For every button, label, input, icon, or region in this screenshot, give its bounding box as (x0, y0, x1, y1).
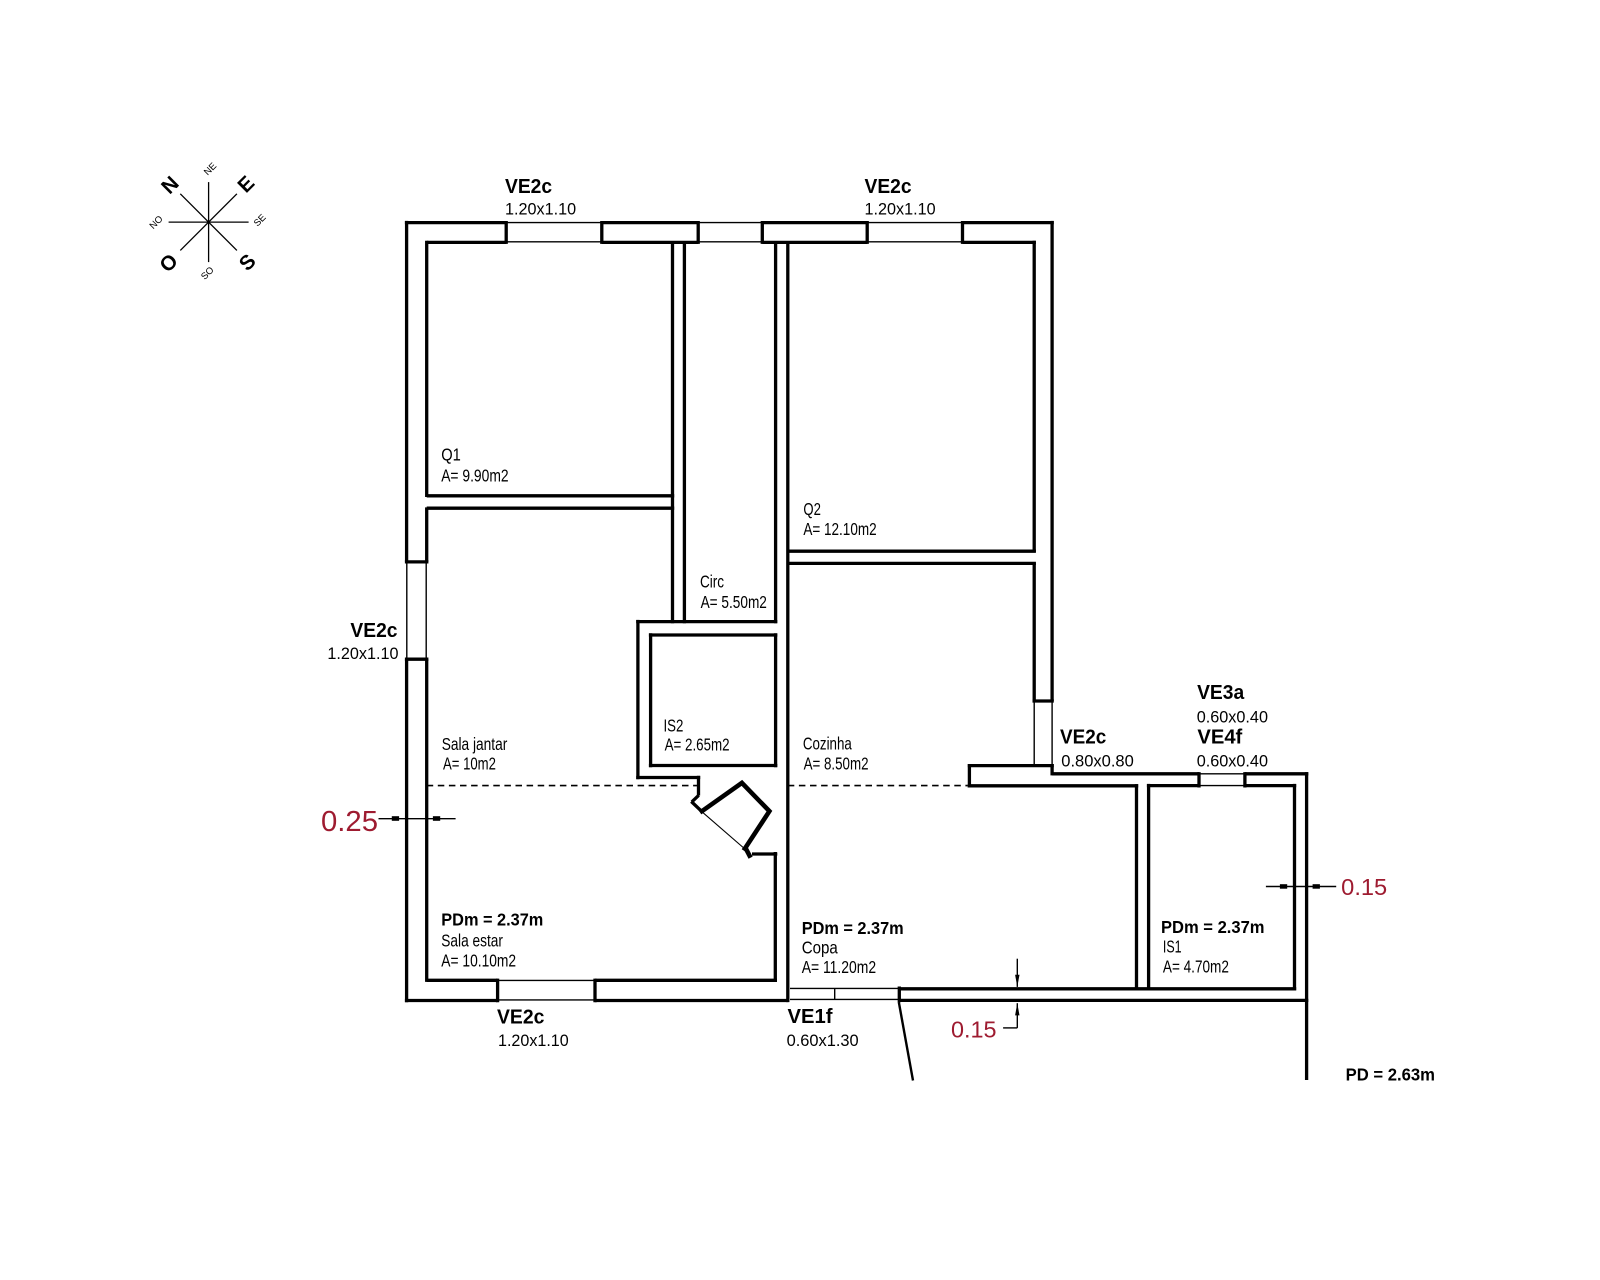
svg-text:A= 4.70m2: A= 4.70m2 (1163, 957, 1229, 977)
svg-text:1.20x1.10: 1.20x1.10 (505, 200, 576, 219)
svg-text:1.20x1.10: 1.20x1.10 (865, 200, 936, 219)
svg-text:VE2c: VE2c (497, 1006, 544, 1028)
svg-text:0.15: 0.15 (1341, 874, 1387, 900)
svg-text:IS2: IS2 (664, 716, 684, 736)
svg-text:Q1: Q1 (441, 445, 461, 465)
svg-text:Q2: Q2 (803, 499, 821, 519)
svg-text:Circ: Circ (700, 572, 724, 592)
svg-text:VE2c: VE2c (350, 620, 397, 642)
svg-text:PDm = 2.37m: PDm = 2.37m (1161, 917, 1265, 937)
svg-text:Sala jantar: Sala jantar (442, 734, 508, 754)
svg-text:VE2c: VE2c (865, 176, 912, 198)
svg-text:IS1: IS1 (1163, 936, 1182, 956)
svg-text:VE2c: VE2c (505, 176, 552, 198)
svg-text:A= 12.10m2: A= 12.10m2 (803, 519, 876, 539)
svg-text:0.80x0.80: 0.80x0.80 (1061, 752, 1134, 771)
svg-text:A= 2.65m2: A= 2.65m2 (665, 734, 730, 754)
svg-text:VE3a: VE3a (1197, 682, 1245, 704)
svg-text:0.60x0.40: 0.60x0.40 (1197, 708, 1268, 727)
svg-text:0.15: 0.15 (951, 1017, 997, 1043)
svg-text:A= 10.10m2: A= 10.10m2 (441, 951, 516, 971)
svg-text:0.60x0.40: 0.60x0.40 (1197, 752, 1268, 771)
svg-text:PDm = 2.37m: PDm = 2.37m (441, 910, 543, 930)
svg-text:VE2c: VE2c (1060, 727, 1106, 749)
svg-text:Copa: Copa (802, 938, 838, 958)
svg-text:Sala estar: Sala estar (441, 930, 503, 950)
svg-text:A= 9.90m2: A= 9.90m2 (441, 465, 508, 485)
svg-text:0.60x1.30: 0.60x1.30 (787, 1031, 859, 1050)
svg-text:A= 8.50m2: A= 8.50m2 (804, 753, 869, 773)
svg-text:1.20x1.10: 1.20x1.10 (327, 644, 398, 663)
svg-text:0.25: 0.25 (321, 806, 378, 838)
svg-text:PDm = 2.37m: PDm = 2.37m (802, 918, 904, 938)
svg-text:1.20x1.10: 1.20x1.10 (498, 1031, 569, 1050)
svg-text:A= 10m2: A= 10m2 (443, 754, 496, 774)
svg-text:PD = 2.63m: PD = 2.63m (1346, 1065, 1435, 1085)
svg-text:Cozinha: Cozinha (803, 734, 852, 754)
svg-text:VE4f: VE4f (1197, 727, 1242, 749)
svg-text:A= 5.50m2: A= 5.50m2 (701, 592, 767, 612)
svg-text:VE1f: VE1f (788, 1006, 833, 1028)
svg-text:A= 11.20m2: A= 11.20m2 (802, 957, 876, 977)
